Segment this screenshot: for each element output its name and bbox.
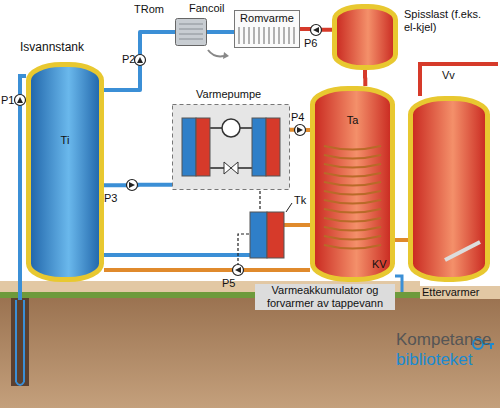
pump-label: P4	[291, 111, 304, 124]
pump-label: P5	[222, 277, 235, 290]
tank-shape	[332, 4, 398, 70]
fancoil-unit: Fancoil	[175, 18, 207, 46]
heat-pump: Varmepumpe	[172, 104, 290, 190]
node-label: Ta	[345, 114, 361, 127]
logo-text: biblioteket	[396, 350, 473, 370]
radiator: Romvarme	[234, 10, 300, 48]
peak-boiler-tank: Spisslast (f.eks. el-kjel)	[332, 4, 398, 70]
after-heater-tank: Ettervarmer	[408, 96, 490, 282]
hp-shape	[172, 104, 290, 190]
pipe	[207, 30, 234, 34]
pump-label: P6	[304, 37, 317, 50]
node-label: Ettervarmer	[420, 286, 500, 299]
heat-accumulator-tank: TaVarmeakkumulator og forvarmer av tappe…	[310, 86, 395, 282]
pump-label: P3	[104, 192, 117, 205]
pipe	[104, 32, 175, 90]
fan-shape	[175, 18, 207, 46]
pump-label: P2	[122, 53, 135, 66]
pipe	[395, 238, 408, 242]
logo-text: Kompetanse	[396, 330, 491, 350]
sensor-label: TRom	[134, 3, 164, 16]
node-label: Romvarme	[234, 12, 300, 25]
node-label: Spisslast (f.eks. el-kjel)	[404, 8, 492, 34]
ice-water-tank: IsvannstankTi	[26, 62, 104, 282]
node-label: Varmeakkumulator og forvarmer av tappeva…	[255, 284, 395, 310]
pipe	[363, 70, 367, 86]
tank-shape	[408, 96, 490, 282]
pipe-label: Vv	[442, 69, 455, 82]
node-label: Varmepumpe	[196, 88, 286, 101]
node-label: Isvannstank	[20, 40, 120, 54]
pipe-label: KV	[372, 258, 387, 271]
node-label: Ti	[59, 134, 72, 147]
tank-shape	[26, 62, 104, 282]
pump-label: P1	[1, 94, 14, 107]
sensor-label: Tk	[294, 194, 306, 207]
